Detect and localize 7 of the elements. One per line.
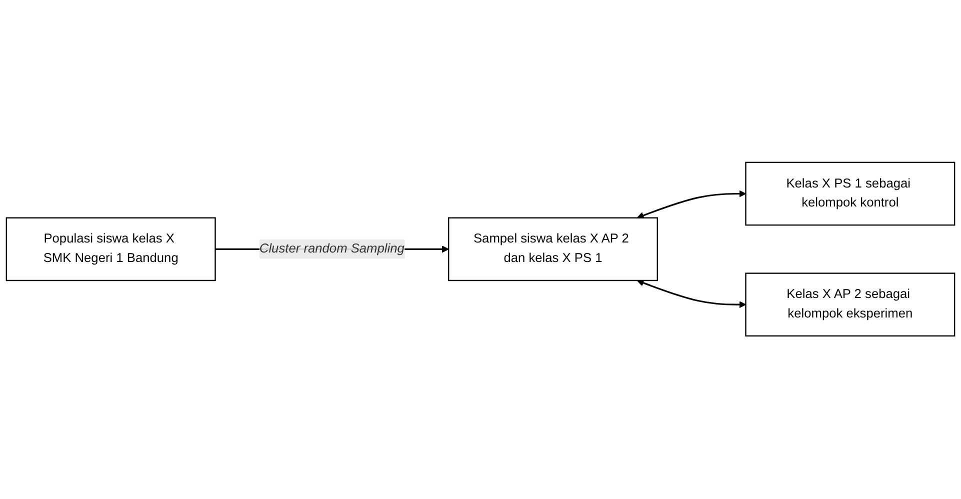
node-box: Populasi siswa kelas X SMK Negeri 1 Bandung [6, 218, 216, 282]
node-box: Kelas X PS 1 sebagai kelompok kontrol [745, 162, 956, 226]
edge-label: Cluster random Sampling [259, 242, 404, 256]
arrow [636, 190, 746, 220]
node-box: Sampel siswa kelas X AP 2 dan kelas X PS 1 [448, 218, 658, 282]
arrow [636, 280, 746, 308]
node-box: Kelas X AP 2 sebagai kelompok eksperimen [745, 272, 956, 337]
